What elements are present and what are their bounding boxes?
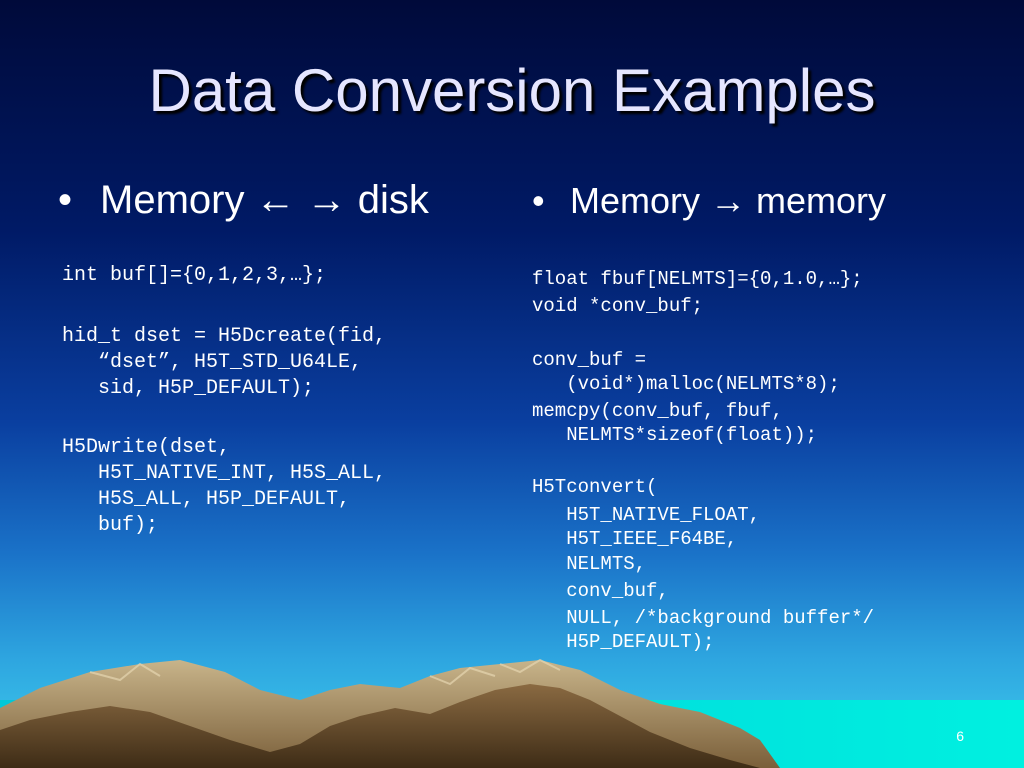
code-line: conv_buf, — [532, 580, 669, 602]
bullet-text: Memory ← → disk — [100, 178, 429, 222]
code-line: “dset”, H5T_STD_U64LE, — [62, 351, 363, 374]
code-line: H5P_DEFAULT); — [532, 631, 715, 653]
code-line: float fbuf[NELMTS]={0,1.0,…}; — [532, 268, 863, 290]
slide-title: Data Conversion Examples — [148, 57, 876, 124]
code-line: H5Dwrite(dset, — [62, 436, 231, 459]
code-line: hid_t dset = H5Dcreate(fid, — [62, 325, 387, 348]
code-line: H5T_NATIVE_INT, H5S_ALL, — [62, 462, 387, 485]
code-line: conv_buf = — [532, 349, 647, 371]
code-line: buf); — [62, 514, 159, 537]
bullet-text: Memory → memory — [570, 180, 887, 221]
near-mountain-range — [0, 684, 760, 768]
code-line: (void*)malloc(NELMTS*8); — [532, 373, 840, 395]
code-line: int buf[]={0,1,2,3,…}; — [62, 264, 327, 287]
mountain-ridge-highlight — [89, 658, 561, 686]
code-line: NELMTS*sizeof(float)); — [532, 424, 818, 446]
code-line: H5T_IEEE_F64BE, — [532, 528, 738, 550]
code-line: void *conv_buf; — [532, 295, 704, 317]
code-line: H5T_NATIVE_FLOAT, — [532, 504, 761, 526]
code-line: memcpy(conv_buf, fbuf, — [532, 400, 783, 422]
bullet-dot: • — [532, 180, 545, 221]
code-line: NELMTS, — [532, 553, 647, 575]
code-line: sid, H5P_DEFAULT); — [62, 377, 315, 400]
page-number: 6 — [956, 728, 964, 744]
code-line: H5S_ALL, H5P_DEFAULT, — [62, 488, 351, 511]
bullet-dot: • — [58, 178, 73, 222]
code-line: NULL, /*background buffer*/ — [532, 607, 875, 629]
code-line: H5Tconvert( — [532, 476, 658, 498]
